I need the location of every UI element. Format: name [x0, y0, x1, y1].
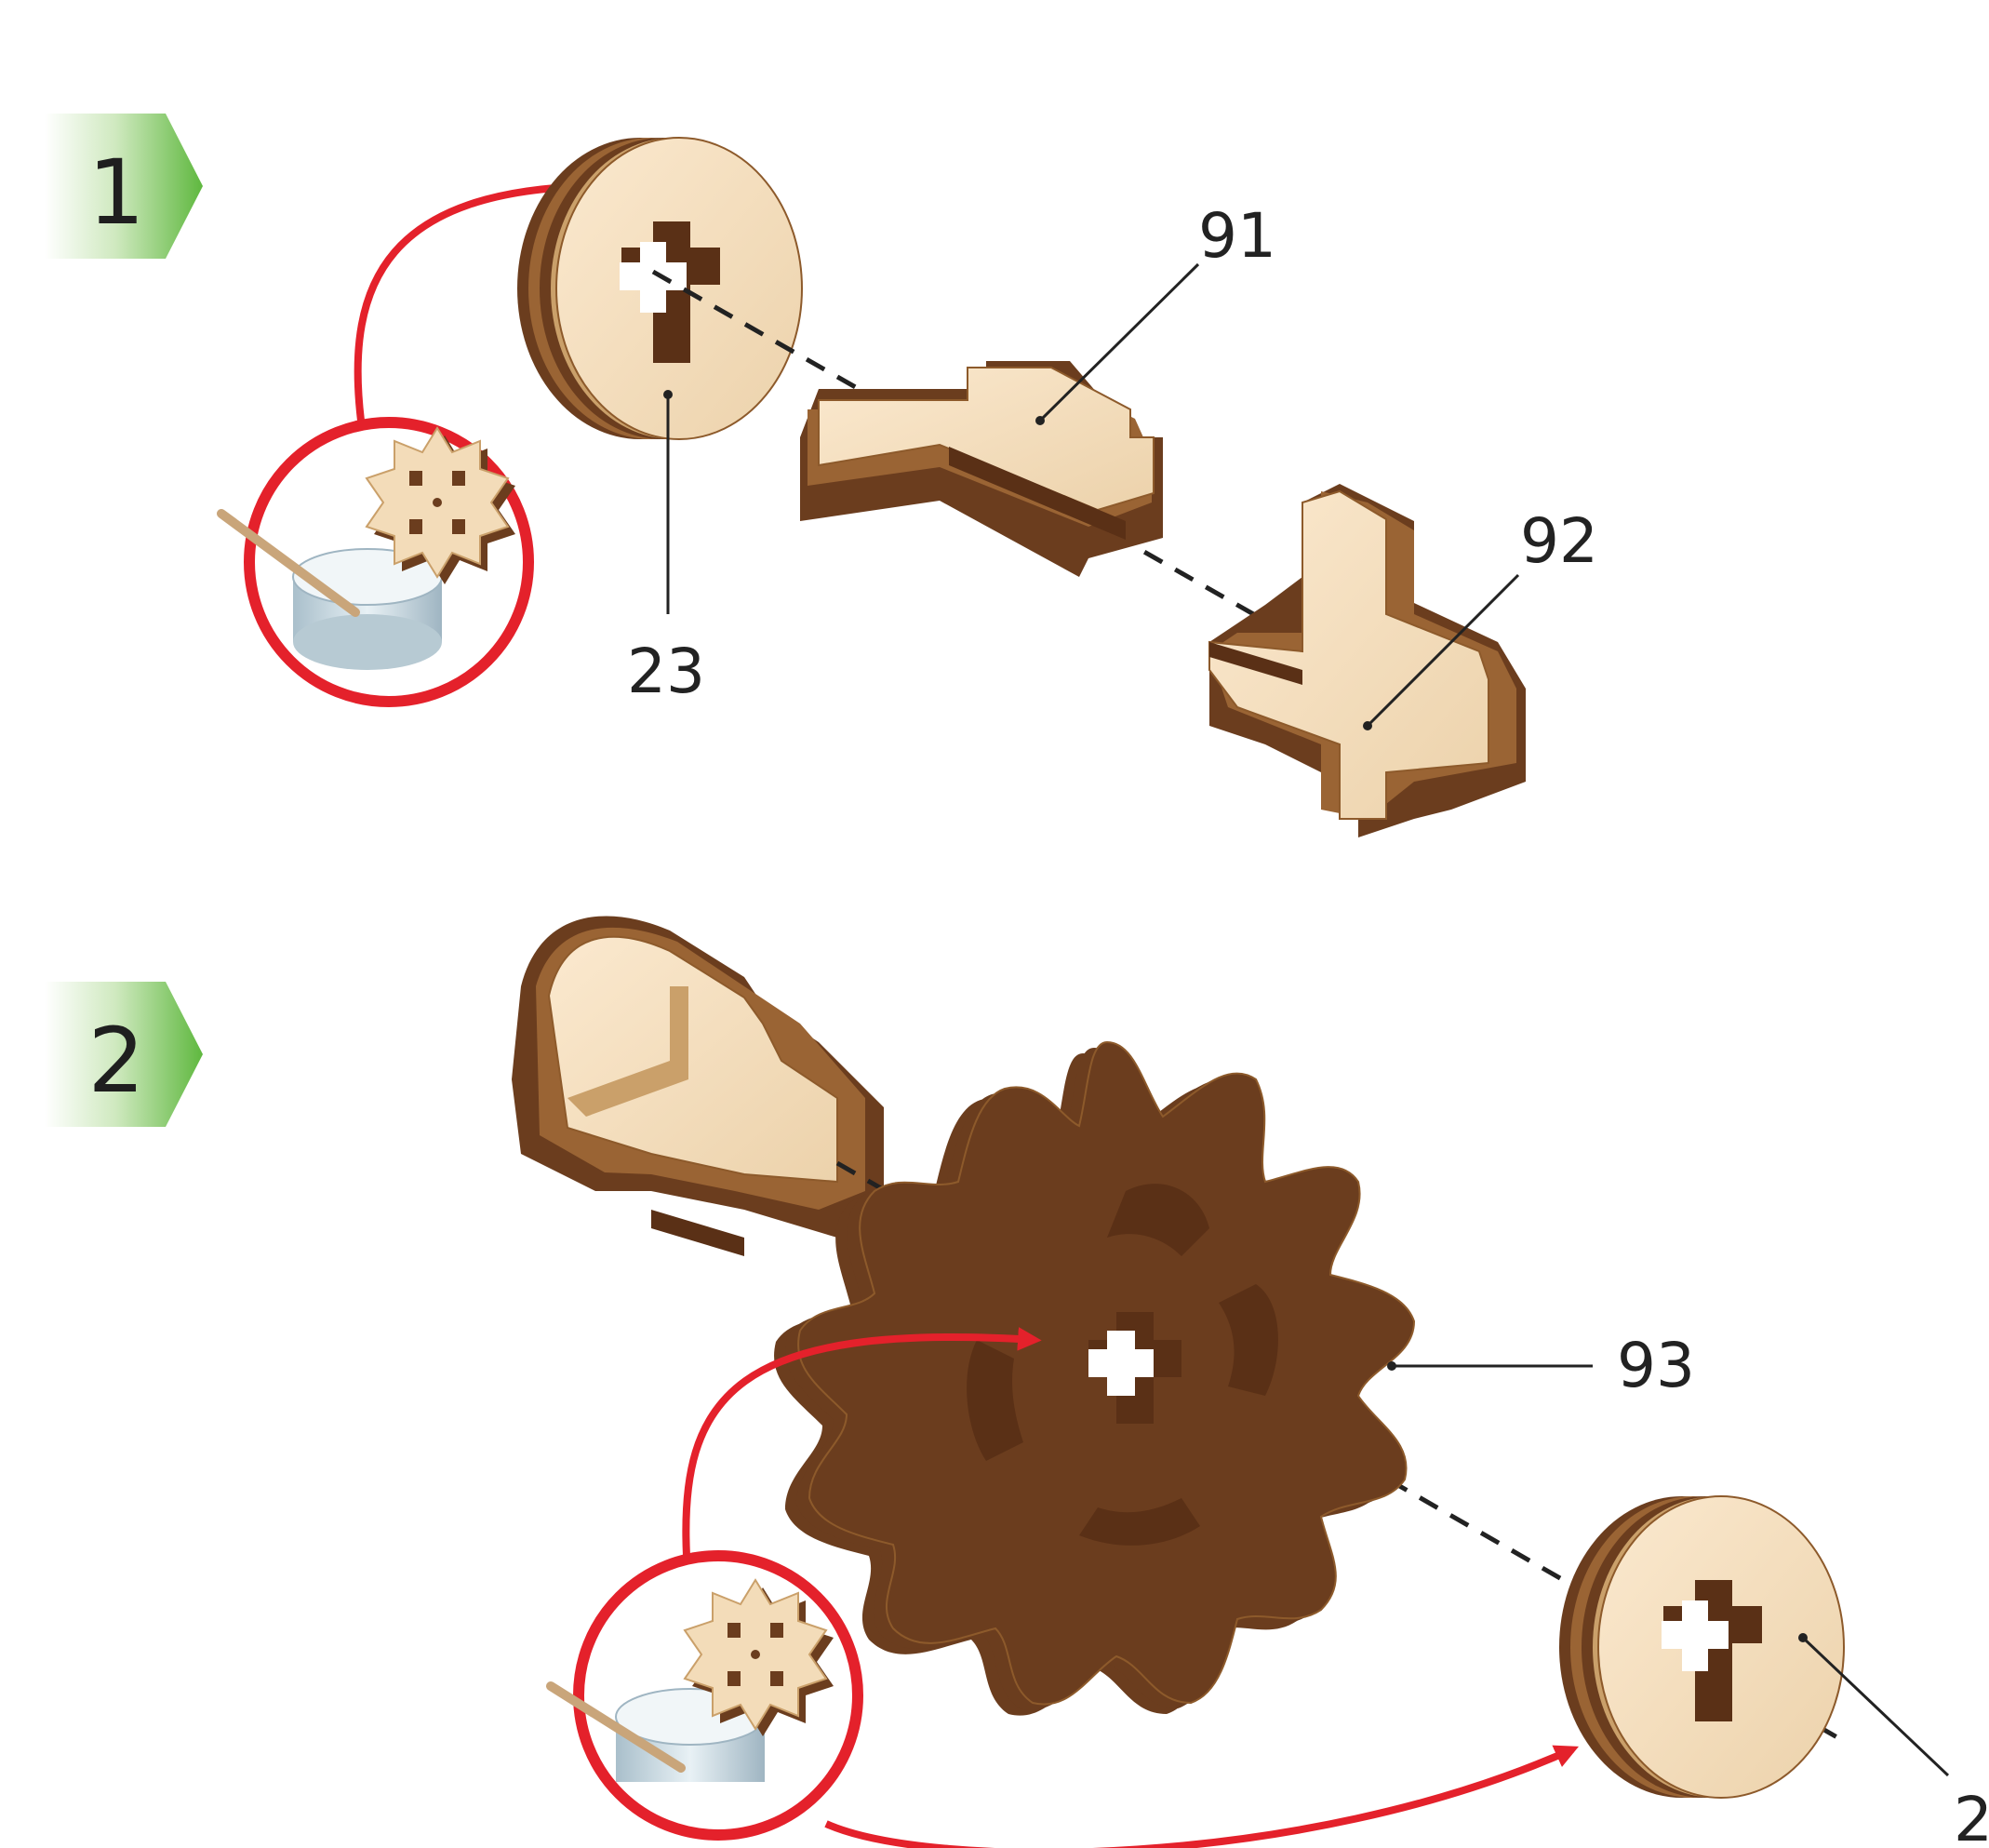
callout-93: 93: [1617, 1330, 1695, 1401]
glue-application-icon: [546, 1550, 863, 1841]
step-1-number: 1: [87, 141, 144, 245]
leader-91: [1038, 262, 1200, 422]
part-91-cross: [800, 361, 1163, 577]
callout-23-step1: 23: [627, 636, 705, 707]
glue-arrow-step-2-disc: [824, 1745, 1580, 1848]
step-1-badge: 1: [45, 114, 203, 259]
part-23-disc: [517, 137, 803, 440]
step-2-badge: 2: [45, 982, 203, 1127]
glue-application-icon: [217, 417, 534, 707]
callout-23-step2-partial: 2: [1954, 1784, 1989, 1848]
glue-arrow-step-1: [354, 174, 599, 422]
leader-92: [1366, 573, 1520, 728]
glue-arrow-step-2-gear: [682, 1327, 1042, 1557]
part-23-disc-step2: [1559, 1495, 1845, 1799]
callout-92: 92: [1520, 505, 1598, 577]
callout-91: 91: [1198, 200, 1276, 272]
step-2-number: 2: [87, 1009, 144, 1113]
part-93-gear: [774, 1041, 1416, 1716]
hub-part: [512, 916, 884, 1256]
leader-23-step2: [1801, 1636, 1950, 1777]
part-92-cross: [1208, 484, 1526, 837]
